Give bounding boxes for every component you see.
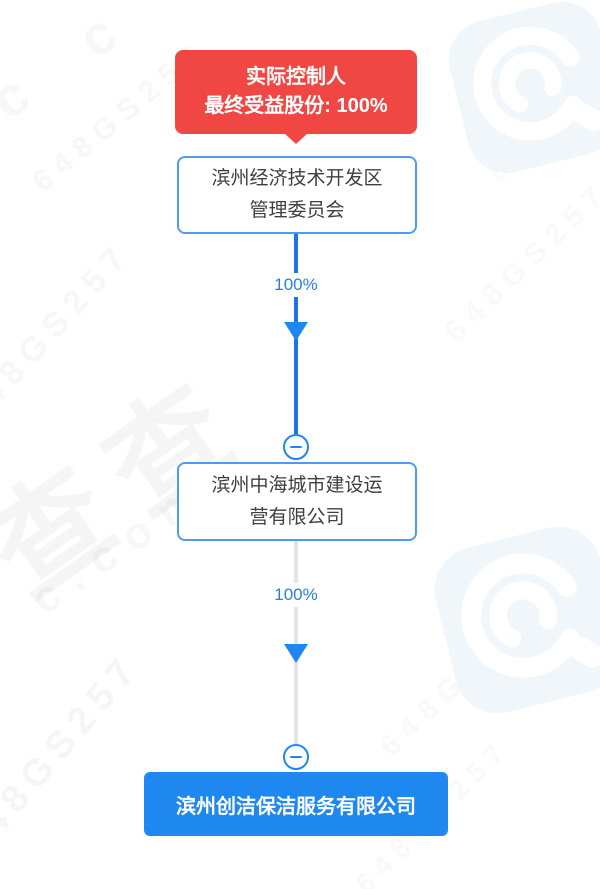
arrow-down-icon: [284, 644, 308, 663]
node-company-2-name-line1: 滨州中海城市建设运: [211, 474, 383, 496]
node-company-1-name-line1: 滨州经济技术开发区: [211, 168, 383, 189]
collapse-button-2[interactable]: [283, 744, 309, 770]
node-company-2-name-line2: 营有限公司: [249, 506, 345, 528]
watermark-id-text: 648GS257: [0, 645, 150, 867]
node-company-1-name-line2: 管理委员会: [249, 200, 345, 221]
badge-beneficial-share: 最终受益股份: 100%: [204, 95, 388, 117]
watermark-id-text: 648GS257: [373, 590, 552, 764]
badge-title: 实际控制人: [246, 66, 346, 88]
edge-2-line: [294, 541, 298, 744]
node-target-company[interactable]: 滨州创洁保洁服务有限公司: [144, 772, 448, 836]
badge-pointer-icon: [284, 133, 308, 144]
actual-controller-badge: 实际控制人 最终受益股份: 100%: [175, 50, 417, 144]
node-company-2[interactable]: 滨州中海城市建设运 营有限公司: [177, 462, 417, 541]
target-company-name: 滨州创洁保洁服务有限公司: [176, 795, 416, 818]
watermark-id-text: 648GS257: [438, 175, 600, 349]
watermark-id-text: 648GS257: [483, 33, 600, 187]
minus-icon: [290, 445, 302, 449]
qcc-app-logo-icon: [448, 1, 600, 174]
qcc-app-logo-icon: [434, 526, 600, 714]
edge-1-share-label: 100%: [268, 273, 324, 297]
arrow-down-icon: [284, 322, 308, 341]
node-company-1[interactable]: 滨州经济技术开发区 管理委员会: [177, 156, 417, 234]
collapse-button-1[interactable]: [283, 434, 309, 460]
edge-2-share-label: 100%: [268, 583, 324, 607]
minus-icon: [290, 755, 302, 759]
watermark-id-text: 648GS257: [0, 234, 140, 435]
watermark-corner-chars: c c: [0, 0, 153, 132]
